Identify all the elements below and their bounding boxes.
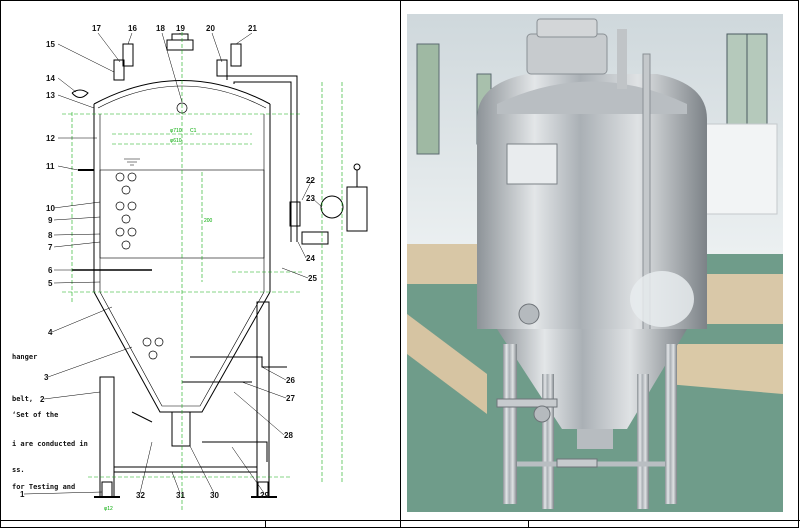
bottom-outlet <box>577 429 613 449</box>
bottom-tick <box>528 520 529 528</box>
callout-24: 24 <box>306 254 315 263</box>
callout-7: 7 <box>48 243 53 252</box>
callout-28: 28 <box>284 431 293 440</box>
callout-19: 19 <box>176 24 185 33</box>
top-manway <box>166 39 194 51</box>
callout-9: 9 <box>48 216 53 225</box>
wrapped-valve <box>630 271 694 327</box>
callout-21: 21 <box>248 24 257 33</box>
leg-left <box>99 376 115 498</box>
callout-16: 16 <box>128 24 137 33</box>
dim-label: φ12 <box>104 506 113 512</box>
leg-right <box>637 374 649 509</box>
dim-label: φ710 <box>170 128 182 134</box>
note-line: hanger <box>12 353 37 361</box>
callout-18: 18 <box>156 24 165 33</box>
callout-23: 23 <box>306 194 315 203</box>
callout-27: 27 <box>286 394 295 403</box>
tank-photo <box>407 14 783 512</box>
callout-6: 6 <box>48 266 53 275</box>
callout-13: 13 <box>46 91 55 100</box>
dim-label: C1 <box>190 128 197 134</box>
callout-3: 3 <box>44 373 49 382</box>
leg-right <box>256 301 270 498</box>
callout-11: 11 <box>46 162 55 171</box>
note-line: i are conducted in <box>12 440 88 448</box>
callout-22: 22 <box>306 176 315 185</box>
callout-25: 25 <box>308 274 317 283</box>
relief-valve <box>346 186 368 232</box>
callout-8: 8 <box>48 231 53 240</box>
top-fitting <box>230 43 242 67</box>
callout-1: 1 <box>20 490 25 499</box>
callout-20: 20 <box>206 24 215 33</box>
callout-14: 14 <box>46 74 55 83</box>
side-valve <box>301 231 329 245</box>
callout-17: 17 <box>92 24 101 33</box>
tank-technical-drawing: 1 2 3 4 5 6 7 8 9 10 11 12 13 14 15 16 1… <box>12 24 368 512</box>
note-line: ss. <box>12 466 25 474</box>
callout-labels: 1 2 3 4 5 6 7 8 9 10 11 12 13 14 15 16 1… <box>20 24 317 500</box>
leg-front <box>542 374 554 509</box>
bottom-rule <box>0 520 800 521</box>
top-manway <box>526 33 608 75</box>
cip-pipe <box>226 75 298 242</box>
dim-label: 200 <box>204 218 213 224</box>
background-tank <box>696 123 778 215</box>
top-left-lug <box>71 89 89 98</box>
callout-29: 29 <box>260 491 269 500</box>
jacket-nodes <box>115 102 188 360</box>
overlay-notes: hanger belt, ‘Set of the i are conducted… <box>12 353 88 491</box>
pallet <box>407 314 487 414</box>
callout-31: 31 <box>176 491 185 500</box>
callout-32: 32 <box>136 491 145 500</box>
pressure-gauge <box>320 195 344 219</box>
note-line: for Testing and <box>12 483 75 491</box>
nameplate <box>506 143 558 185</box>
leg-left <box>503 344 517 504</box>
callout-2: 2 <box>40 395 45 404</box>
leg-back <box>665 344 677 504</box>
note-line: ‘Set of the <box>12 411 58 419</box>
pallet <box>667 344 783 394</box>
callout-12: 12 <box>46 134 55 143</box>
callout-15: 15 <box>46 40 55 49</box>
dimension-labels: φ710 φ610 200 C1 φ12 <box>104 128 213 512</box>
callout-30: 30 <box>210 491 219 500</box>
callout-10: 10 <box>46 204 55 213</box>
bottom-tick <box>265 520 266 528</box>
bottom-outlet <box>171 411 191 447</box>
dim-label: φ610 <box>170 138 182 144</box>
callout-26: 26 <box>286 376 295 385</box>
panel-divider <box>400 0 401 528</box>
sample-valve <box>518 303 540 325</box>
note-line: belt, <box>12 395 33 403</box>
callout-4: 4 <box>48 328 53 337</box>
callout-5: 5 <box>48 279 53 288</box>
